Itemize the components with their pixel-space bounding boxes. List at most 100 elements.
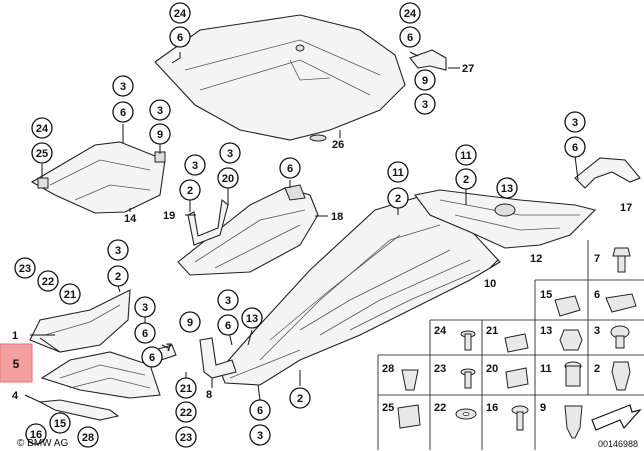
label-part-7: 7 bbox=[166, 342, 172, 354]
grid-label-16: 16 bbox=[486, 402, 498, 414]
callout-3-mid-a: 3 bbox=[219, 142, 241, 164]
grid-label-3: 3 bbox=[594, 325, 600, 337]
grid-label-21: 21 bbox=[486, 325, 498, 337]
svg-text:3: 3 bbox=[572, 117, 578, 129]
svg-text:24: 24 bbox=[36, 123, 49, 135]
callout-6-far-right: 6 bbox=[564, 136, 586, 158]
hardware-clip-6-icon bbox=[605, 293, 637, 313]
callout-13-center: 13 bbox=[241, 307, 263, 329]
hardware-clip-15-icon bbox=[554, 295, 581, 317]
svg-text:3: 3 bbox=[225, 295, 231, 307]
direction-arrow-icon bbox=[591, 404, 642, 431]
svg-text:6: 6 bbox=[120, 107, 126, 119]
label-part-27: 27 bbox=[462, 63, 474, 75]
svg-text:9: 9 bbox=[187, 317, 193, 329]
callout-2-bottom: 2 bbox=[289, 387, 311, 409]
callout-2-a: 2 bbox=[387, 187, 409, 209]
callout-9-left-b: 9 bbox=[149, 123, 171, 145]
label-part-10: 10 bbox=[484, 278, 496, 290]
grid-label-23: 23 bbox=[434, 363, 446, 375]
label-part-8: 8 bbox=[206, 389, 212, 401]
svg-text:6: 6 bbox=[287, 163, 293, 175]
svg-text:3: 3 bbox=[115, 245, 121, 257]
hardware-nut-13-icon bbox=[559, 329, 583, 351]
callout-23-bottom: 23 bbox=[175, 426, 197, 448]
callout-11-a: 11 bbox=[387, 161, 409, 183]
hardware-screw-23-icon bbox=[460, 368, 476, 389]
svg-text:3: 3 bbox=[142, 302, 148, 314]
svg-text:15: 15 bbox=[54, 418, 66, 430]
svg-text:23: 23 bbox=[19, 263, 31, 275]
svg-text:2: 2 bbox=[115, 271, 121, 283]
svg-text:6: 6 bbox=[572, 142, 578, 154]
svg-text:23: 23 bbox=[180, 432, 192, 444]
svg-text:3: 3 bbox=[192, 160, 198, 172]
part-19-bracket bbox=[187, 198, 229, 246]
svg-text:21: 21 bbox=[64, 289, 76, 301]
label-part-1: 1 bbox=[12, 330, 18, 342]
svg-text:2: 2 bbox=[395, 193, 401, 205]
svg-text:9: 9 bbox=[157, 129, 163, 141]
callout-2-lower: 2 bbox=[107, 265, 129, 287]
callout-25-left: 25 bbox=[31, 142, 53, 164]
callout-2-mid: 2 bbox=[179, 179, 201, 201]
label-part-4: 4 bbox=[12, 390, 19, 402]
svg-text:13: 13 bbox=[246, 313, 258, 325]
callout-6-lower-c: 6 bbox=[141, 346, 163, 368]
callout-24-top: 24 bbox=[169, 2, 191, 24]
svg-text:11: 11 bbox=[460, 150, 472, 162]
svg-text:28: 28 bbox=[82, 432, 94, 444]
callout-16-bottom-left: 16 bbox=[25, 423, 47, 445]
label-part-26: 26 bbox=[332, 139, 344, 151]
hardware-screw-7-icon bbox=[612, 247, 631, 273]
svg-text:24: 24 bbox=[404, 8, 417, 20]
part-14-shield bbox=[30, 141, 166, 214]
part-27-bracket bbox=[409, 49, 447, 71]
callout-6-bottom: 6 bbox=[249, 399, 271, 421]
svg-text:6: 6 bbox=[225, 320, 231, 332]
svg-text:2: 2 bbox=[187, 185, 193, 197]
grid-label-11: 11 bbox=[540, 363, 552, 375]
callout-24-left: 24 bbox=[31, 117, 53, 139]
svg-text:16: 16 bbox=[30, 429, 42, 441]
label-part-19: 19 bbox=[163, 210, 175, 222]
callout-9-right: 9 bbox=[414, 69, 436, 91]
callout-22-bottom: 22 bbox=[175, 401, 197, 423]
svg-text:21: 21 bbox=[180, 383, 192, 395]
part-4-strip bbox=[38, 399, 120, 421]
callout-23-left: 23 bbox=[14, 257, 36, 279]
label-part-18: 18 bbox=[331, 211, 343, 223]
callout-3-mid-b: 3 bbox=[184, 154, 206, 176]
svg-text:6: 6 bbox=[149, 352, 155, 364]
grid-label-20: 20 bbox=[486, 363, 498, 375]
svg-text:6: 6 bbox=[407, 32, 413, 44]
grid-label-13: 13 bbox=[540, 325, 552, 337]
grid-label-15: 15 bbox=[540, 289, 552, 301]
grid-label-7: 7 bbox=[594, 253, 600, 265]
callout-6-left-a: 6 bbox=[112, 101, 134, 123]
leader-lines bbox=[24, 51, 579, 425]
callout-3-left-b: 3 bbox=[149, 99, 171, 121]
grid-label-28: 28 bbox=[382, 363, 394, 375]
svg-text:3: 3 bbox=[120, 81, 126, 93]
callout-3-lower: 3 bbox=[107, 239, 129, 261]
part-26-shield bbox=[154, 14, 406, 142]
svg-text:22: 22 bbox=[42, 276, 54, 288]
hardware-clip-25-icon bbox=[397, 404, 421, 429]
part-8-bracket bbox=[199, 337, 237, 379]
callout-6-right: 6 bbox=[399, 26, 421, 48]
callout-6-mid: 6 bbox=[279, 157, 301, 179]
callout-22-left: 22 bbox=[37, 270, 59, 292]
svg-text:3: 3 bbox=[227, 148, 233, 160]
callout-24-right: 24 bbox=[399, 2, 421, 24]
callout-11-b: 11 bbox=[455, 144, 477, 166]
hardware-washer-22-icon bbox=[455, 408, 477, 420]
svg-text:2: 2 bbox=[297, 393, 303, 405]
hardware-rivet-2-icon bbox=[611, 361, 631, 391]
grid-label-24: 24 bbox=[434, 325, 447, 337]
svg-text:20: 20 bbox=[222, 173, 234, 185]
svg-text:6: 6 bbox=[142, 328, 148, 340]
grid-label-22: 22 bbox=[434, 402, 446, 414]
callout-13-a: 13 bbox=[496, 177, 518, 199]
part-10-main-shield bbox=[219, 194, 501, 386]
